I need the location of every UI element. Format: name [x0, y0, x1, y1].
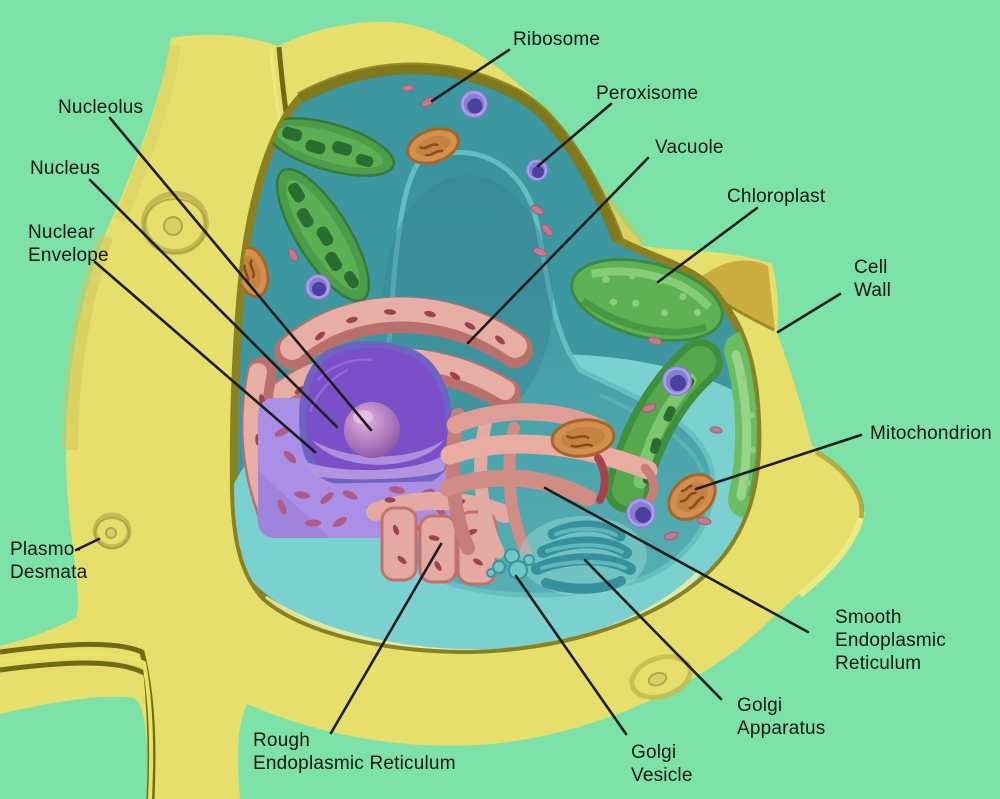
label-golgi-apparatus: Golgi Apparatus	[737, 695, 826, 739]
label-mitochondrion: Mitochondrion	[870, 423, 992, 444]
leader-line-nucleus	[88, 178, 339, 429]
leader-line-golgi-apparatus	[583, 558, 723, 701]
leader-line-nucleolus	[108, 116, 373, 432]
wall-seam-bottom-left	[0, 641, 156, 799]
label-rough-er: Rough Endoplasmic Reticulum	[253, 730, 456, 774]
label-nucleus: Nucleus	[30, 158, 101, 179]
leader-line-mitochondrion	[694, 433, 863, 491]
peroxisome-shape	[305, 90, 692, 528]
leader-line-vacuole	[466, 156, 650, 345]
leader-line-rough-er	[329, 542, 443, 735]
leader-lines	[74, 48, 863, 736]
label-plasmodesmata: Plasmo- Desmata	[10, 539, 88, 583]
label-chloroplast: Chloroplast	[727, 186, 826, 207]
er-fragment	[594, 454, 609, 504]
label-nuclear-envelope: Nuclear Envelope	[28, 222, 109, 266]
leader-line-chloroplast	[656, 206, 759, 284]
leader-line-peroxisome	[536, 102, 613, 168]
label-ribosome: Ribosome	[513, 29, 601, 50]
leader-line-cell-wall	[776, 292, 842, 334]
label-smooth-er: Smooth Endoplasmic Reticulum	[835, 607, 946, 674]
label-golgi-vesicle: Golgi Vesicle	[631, 742, 693, 786]
label-cell-wall: Cell Wall	[854, 257, 892, 301]
leader-line-ribosome	[430, 48, 511, 103]
leader-line-golgi-vesicle	[514, 574, 628, 736]
ribosome-dots	[287, 84, 758, 541]
golgi-apparatus-shape	[519, 516, 647, 596]
leader-line-plasmodesmata	[74, 537, 101, 552]
leader-line-smooth-er	[543, 486, 810, 634]
rough-er-lower-shape	[366, 492, 514, 586]
wall-junction-right	[695, 260, 775, 330]
label-vacuole: Vacuole	[655, 137, 724, 158]
label-peroxisome: Peroxisome	[596, 83, 699, 104]
label-nucleolus: Nucleolus	[58, 97, 144, 118]
leader-line-nuclear-envelope	[93, 260, 317, 454]
